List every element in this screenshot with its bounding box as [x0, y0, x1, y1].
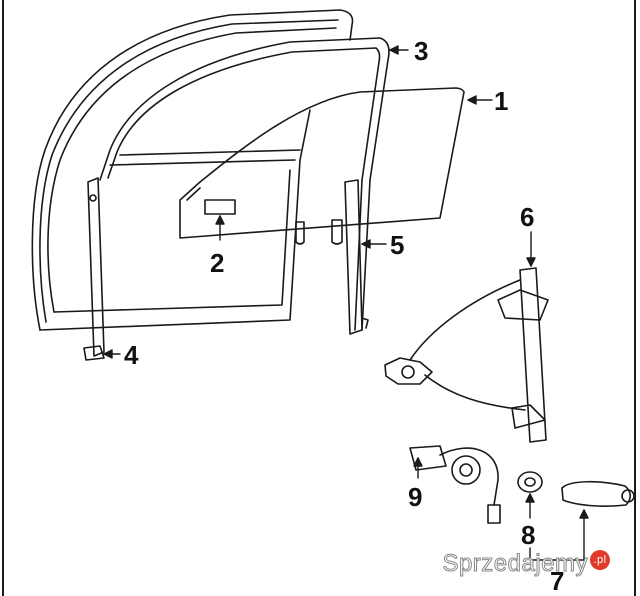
callout-9: 9: [408, 482, 422, 512]
callout-labels: 1 2 3 4 5 6 7 8 9: [124, 36, 564, 596]
glass-clips: [295, 219, 343, 245]
callout-7: 7: [550, 566, 564, 596]
callout-6: 6: [520, 202, 534, 232]
regulator-motor: [409, 445, 501, 524]
window-regulator: [384, 267, 549, 443]
callout-1: 1: [494, 86, 508, 116]
front-guide-channel: [344, 179, 369, 335]
callout-3: 3: [414, 36, 428, 66]
watermark-badge: .pl: [590, 550, 610, 570]
window-crank-handle: [561, 480, 635, 507]
callout-5: 5: [390, 230, 404, 260]
callout-8: 8: [521, 520, 535, 550]
door-panel: [31, 9, 354, 331]
door-glass: [179, 87, 465, 239]
callout-4: 4: [124, 340, 139, 370]
glass-label: [204, 199, 236, 215]
rear-guide-channel: [83, 177, 105, 361]
handle-bushing: [517, 471, 543, 493]
watermark: Sprzedajemy.pl: [442, 550, 610, 578]
callout-2: 2: [210, 248, 224, 278]
window-run-channel: [99, 37, 390, 331]
watermark-text: Sprzedajemy: [442, 550, 588, 578]
callout-leaders: [103, 45, 589, 561]
